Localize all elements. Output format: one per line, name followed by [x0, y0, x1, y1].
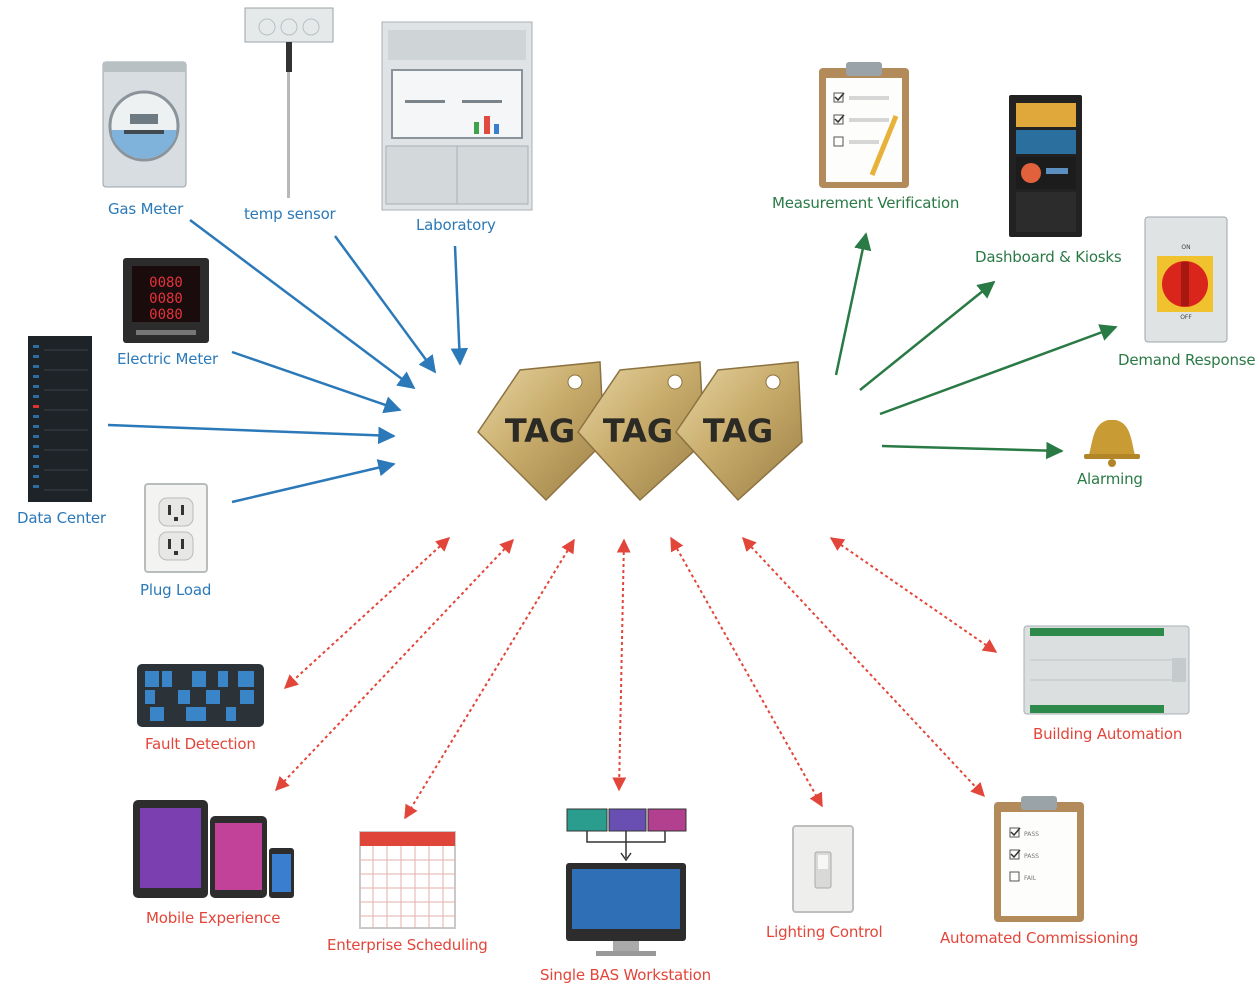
label-measurement-verification: Measurement Verification [772, 194, 960, 212]
tag-label-3: TAG [703, 412, 773, 450]
arrow-laboratory [450, 245, 469, 366]
tag-label-2: TAG [603, 412, 673, 450]
arrow-single-bas [612, 538, 631, 792]
tag-label-1: TAG [505, 412, 575, 450]
arrow-temp-sensor [333, 235, 437, 374]
label-gas-meter: Gas Meter [108, 200, 184, 218]
mobile-devices-icon [133, 800, 294, 898]
label-electric-meter: Electric Meter [117, 350, 218, 368]
input-arrows [107, 219, 469, 504]
switch-off-label: OFF [1180, 314, 1192, 321]
tag-3: TAG [675, 361, 803, 502]
tag-2: TAG [577, 361, 705, 502]
bell-icon [1084, 420, 1140, 467]
data-center-icon [28, 336, 92, 502]
tag-group: TAG TAG TAG [477, 361, 803, 502]
label-fault-detection: Fault Detection [145, 735, 256, 753]
label-single-bas-workstation: Single BAS Workstation [540, 966, 711, 984]
arrow-alarming [881, 441, 1064, 460]
arrow-automated-commissioning [742, 536, 985, 798]
arrow-electric-meter [231, 350, 402, 414]
arrow-lighting-control [670, 536, 823, 808]
commissioning-clipboard-icon: PASS PASS FAIL [994, 796, 1084, 922]
check-1-text: PASS [1024, 831, 1039, 838]
label-automated-commissioning: Automated Commissioning [940, 929, 1139, 947]
controller-icon [1023, 625, 1190, 715]
arrow-fault-detection [283, 537, 451, 689]
arrow-demand-response [879, 324, 1118, 416]
workstation-icon [566, 808, 687, 956]
label-dashboard-kiosks: Dashboard & Kiosks [975, 248, 1122, 266]
check-2-text: PASS [1024, 853, 1039, 860]
output-arrows [834, 232, 1118, 460]
bidirectional-arrows [275, 536, 998, 820]
switch-on-label: ON [1181, 244, 1190, 251]
kiosk-icon [1009, 95, 1082, 237]
gas-meter-icon [102, 61, 187, 188]
tag-1: TAG [477, 361, 605, 502]
emergency-switch-icon: ON OFF [1144, 216, 1228, 343]
label-demand-response: Demand Response [1118, 351, 1255, 369]
arrow-dashboard [859, 280, 996, 391]
meter-digits-3: 0080 [149, 307, 183, 323]
fault-detection-icon [137, 664, 264, 727]
arrow-data-center [107, 423, 396, 445]
label-data-center: Data Center [17, 509, 106, 527]
arrow-building-automation [829, 537, 998, 653]
label-lighting-control: Lighting Control [766, 923, 883, 941]
label-mobile-experience: Mobile Experience [146, 909, 281, 927]
check-3-text: FAIL [1024, 875, 1037, 882]
label-alarming: Alarming [1077, 470, 1143, 488]
label-plug-load: Plug Load [140, 581, 212, 599]
electric-meter-icon: 0080 0080 0080 [123, 258, 209, 343]
arrow-plug-load [231, 459, 396, 504]
meter-digits-2: 0080 [149, 291, 183, 307]
laboratory-icon [381, 21, 533, 211]
light-switch-icon [792, 825, 854, 913]
outlet-icon [144, 483, 208, 573]
label-building-automation: Building Automation [1033, 725, 1183, 743]
label-laboratory: Laboratory [416, 216, 496, 234]
arrow-enterprise-scheduling [404, 538, 575, 820]
meter-digits-1: 0080 [149, 275, 183, 291]
label-temp-sensor: temp sensor [244, 205, 336, 223]
label-enterprise-scheduling: Enterprise Scheduling [327, 936, 488, 954]
clipboard-icon [819, 62, 909, 188]
calendar-icon [359, 831, 456, 929]
arrow-measurement-verification [834, 232, 872, 376]
arrow-gas-meter [189, 219, 416, 390]
temp-sensor-icon [244, 7, 334, 198]
